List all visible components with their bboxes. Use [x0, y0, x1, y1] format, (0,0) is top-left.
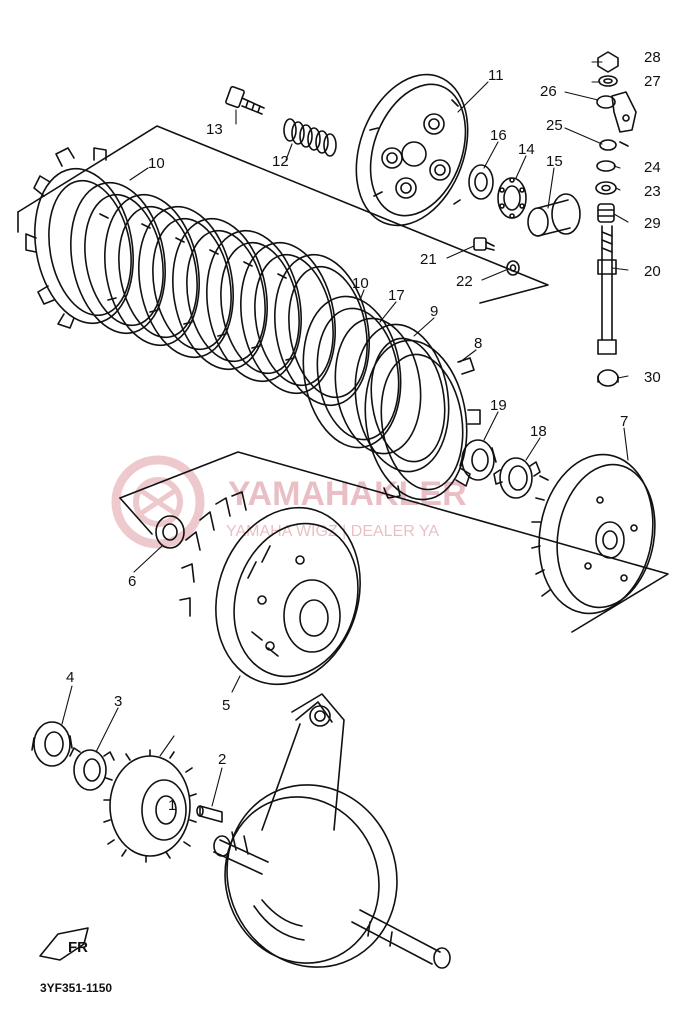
callout-8: 8	[474, 335, 482, 352]
callout-12: 12	[272, 153, 289, 170]
ball-30	[597, 369, 619, 387]
callout-6: 6	[128, 573, 136, 590]
bushing-29	[597, 203, 615, 223]
oil-seal-25	[599, 139, 629, 151]
hub-group-outline-lower	[119, 497, 153, 535]
callout-11: 11	[488, 67, 504, 84]
clutch-spring-12	[283, 118, 337, 157]
circlip-6	[155, 515, 185, 549]
nut-19	[459, 439, 497, 481]
callout-23: 23	[644, 183, 661, 200]
crankshaft-assembly	[213, 693, 451, 969]
callout-14: 14	[518, 141, 535, 158]
callout-26: 26	[540, 83, 557, 100]
callout-3: 3	[114, 693, 122, 710]
dealer-watermark: YAMAHAKLER YAMAHA WIGZ | DEALER YA	[111, 455, 467, 549]
callout-16: 16	[490, 127, 507, 144]
callout-19: 19	[490, 397, 507, 414]
front-direction-label: FR	[68, 939, 88, 956]
washer-16	[468, 164, 494, 200]
callout-leaders	[61, 61, 629, 807]
callout-13: 13	[206, 121, 223, 138]
callout-22: 22	[456, 273, 473, 290]
callout-20: 20	[644, 263, 661, 280]
callout-10-second: 10	[352, 275, 369, 292]
watermark-brand: YAMAHAKLER	[228, 475, 467, 513]
bearing-14	[497, 177, 527, 219]
screw-21	[473, 237, 495, 251]
callout-24: 24	[644, 159, 661, 176]
callout-2: 2	[218, 751, 226, 768]
hub-group-outline	[119, 451, 669, 633]
callout-5: 5	[222, 697, 230, 714]
washer-22	[506, 260, 520, 276]
callout-27: 27	[644, 73, 661, 90]
callout-30: 30	[644, 369, 661, 386]
callout-7: 7	[620, 413, 628, 430]
friction-plate-10-outer	[25, 147, 134, 329]
callout-18: 18	[530, 423, 547, 440]
friction-plate-8	[364, 339, 481, 501]
lock-washer-3	[69, 747, 115, 791]
wire-ring-17	[334, 317, 422, 455]
push-rod-20	[597, 225, 617, 355]
callout-9: 9	[430, 303, 438, 320]
clutch-plate-stack	[70, 181, 370, 407]
straight-key-2	[196, 805, 223, 823]
plate-group-outline	[17, 125, 549, 304]
push-plate-15	[527, 193, 581, 237]
primary-drive-gear-1	[103, 749, 197, 863]
callout-29: 29	[644, 215, 661, 232]
primary-driven-gear-7	[531, 453, 656, 615]
callout-10: 10	[148, 155, 165, 172]
nut-4	[31, 721, 73, 767]
callout-4: 4	[66, 669, 74, 686]
lock-washer-18	[493, 457, 541, 499]
callout-labels: 1 2 3 4 5 6 7 8 9 10 10 11 12 13 14 15 1…	[66, 49, 661, 814]
callout-1: 1	[168, 797, 176, 814]
callout-25: 25	[546, 117, 563, 134]
pressure-plate-11	[355, 73, 469, 227]
friction-plate-10-inner	[302, 295, 402, 449]
push-lever-26	[596, 91, 637, 133]
callout-21: 21	[420, 251, 437, 268]
front-direction-icon	[39, 927, 89, 961]
cushion-plate-9	[354, 323, 450, 473]
nut-28	[597, 51, 619, 73]
callout-28: 28	[644, 49, 661, 66]
callout-15: 15	[546, 153, 563, 170]
callout-17: 17	[388, 287, 405, 304]
bolt-13	[225, 85, 265, 115]
drawing-code: 3YF351-1150	[40, 981, 112, 995]
circlip-24	[596, 160, 616, 172]
clutch-boss-5	[179, 491, 361, 686]
bearing-23	[595, 181, 617, 195]
washer-27	[598, 75, 618, 87]
